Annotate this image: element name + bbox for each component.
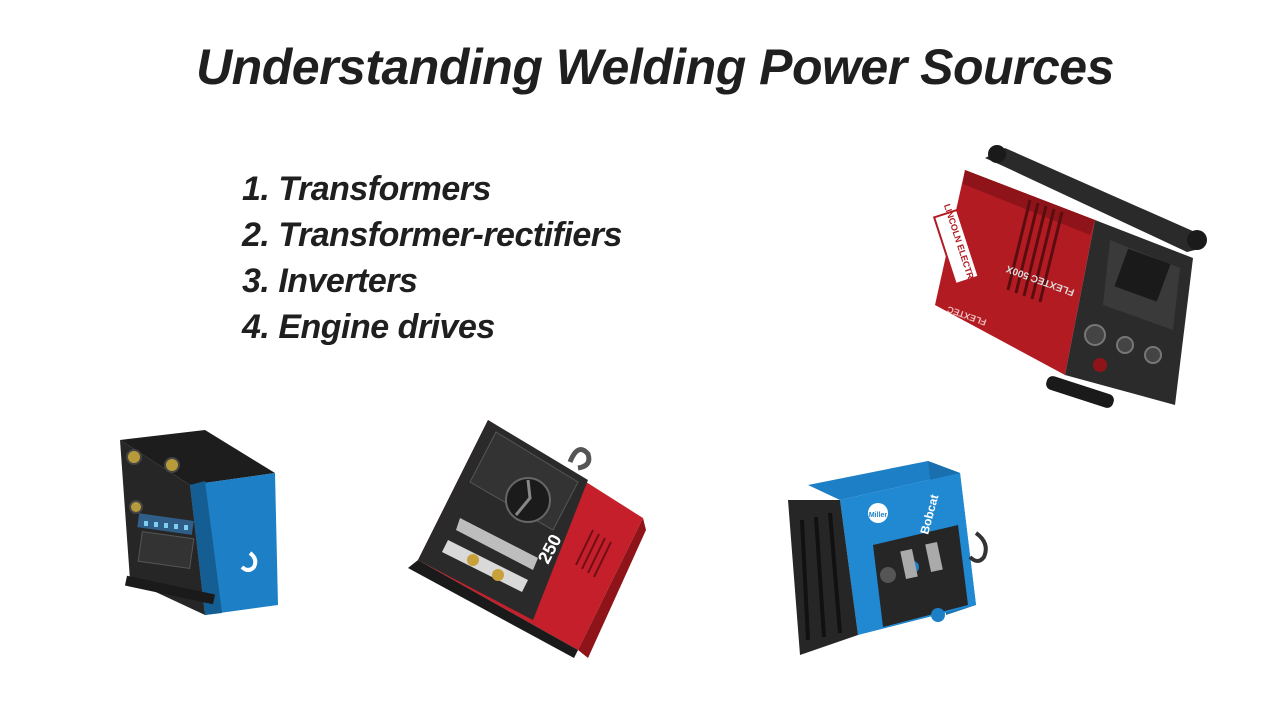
power-source-list: 1. Transformers 2. Transformer-rectifier… <box>242 166 622 350</box>
list-item: 1. Transformers <box>242 166 622 212</box>
list-item-number: 1. <box>242 170 270 208</box>
miller-brand-label: Miller <box>869 512 888 519</box>
miller-engine-drive-image: Miller Bobcat <box>788 461 988 655</box>
list-item-label: Inverters <box>278 262 418 300</box>
slide-title: Understanding Welding Power Sources <box>196 39 1114 95</box>
list-item-number: 4. <box>242 308 270 346</box>
blue-inverter-welder-image <box>120 430 278 615</box>
list-item: 4. Engine drives <box>242 304 622 350</box>
transformer-welder-image: 250 <box>408 420 646 658</box>
list-item-number: 2. <box>242 216 270 254</box>
lincoln-flextec-welder-image: LINCOLN ELECTRIC FLEXTEC 500X FLEXTEC <box>932 145 1207 408</box>
list-item: 2. Transformer-rectifiers <box>242 212 622 258</box>
list-item-label: Engine drives <box>278 308 495 346</box>
list-item-number: 3. <box>242 262 270 300</box>
list-item-label: Transformer-rectifiers <box>278 216 622 254</box>
list-item: 3. Inverters <box>242 258 622 304</box>
list-item-label: Transformers <box>278 170 491 208</box>
